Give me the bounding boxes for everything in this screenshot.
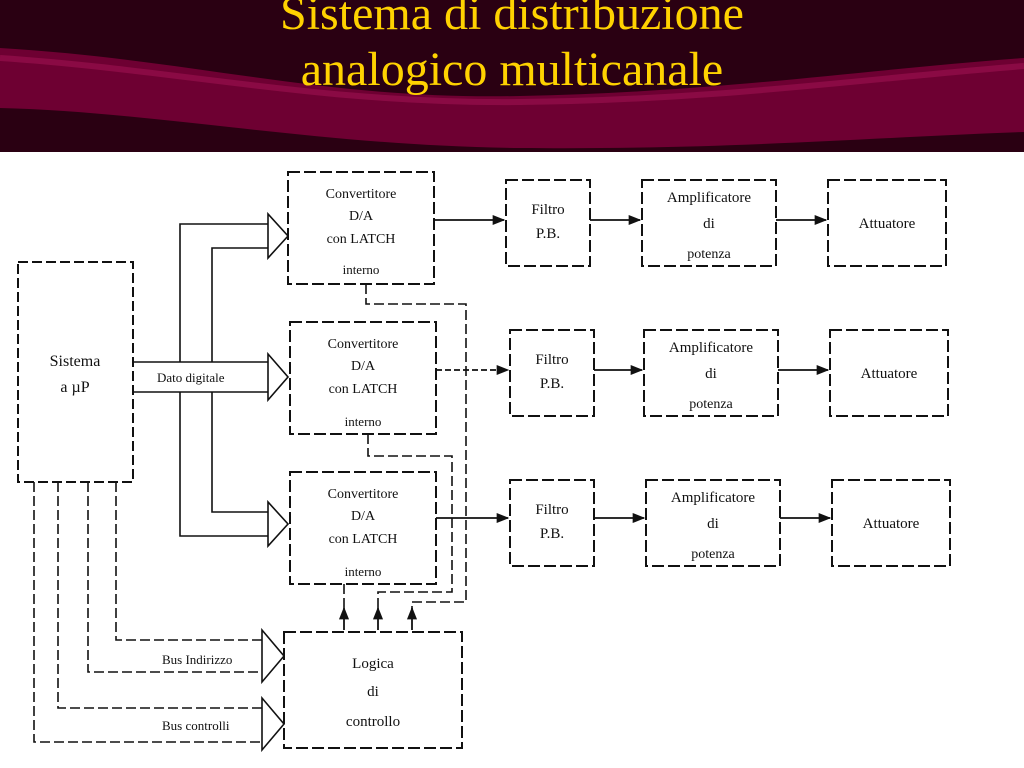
amplifier-block-3: Amplificatore di potenza bbox=[645, 479, 781, 567]
address-bus-arrow bbox=[261, 627, 286, 685]
amplifier-1-line-2: di bbox=[703, 216, 715, 232]
actuator-2-label: Attuatore bbox=[861, 366, 918, 382]
converter-box-3 bbox=[289, 471, 437, 585]
actuator-3-label: Attuatore bbox=[863, 516, 920, 532]
data-bus-label: Dato digitale bbox=[157, 370, 225, 385]
converter-1-line-4: interno bbox=[343, 262, 380, 277]
control-lines bbox=[343, 284, 467, 612]
logic-block: Logica di controllo bbox=[283, 631, 463, 749]
actuator-box-3 bbox=[831, 479, 951, 567]
actuator-box-2 bbox=[829, 329, 949, 417]
address-bus-label: Bus Indirizzo bbox=[162, 652, 232, 667]
filter-box-1 bbox=[505, 179, 591, 267]
filter-box-3 bbox=[509, 479, 595, 567]
converter-2-line-3: con LATCH bbox=[329, 382, 398, 397]
data-bus-spine-outer bbox=[179, 223, 268, 537]
amplifier-2-line-1: Amplificatore bbox=[669, 340, 753, 356]
filter-2-line-2: P.B. bbox=[540, 376, 564, 392]
converter-3-line-1: Convertitore bbox=[328, 487, 399, 502]
amplifier-3-line-2: di bbox=[707, 516, 719, 532]
amplifier-2-line-2: di bbox=[705, 366, 717, 382]
control-line-converter-1 bbox=[365, 284, 467, 612]
logic-box bbox=[283, 631, 463, 749]
header-wave-highlight bbox=[0, 55, 1024, 106]
amplifier-1-line-3: potenza bbox=[687, 247, 731, 262]
block-diagram: Sistema a µP Dato digitale Convertitore … bbox=[17, 171, 951, 753]
converter-box-2 bbox=[289, 321, 437, 435]
converter-1-line-1: Convertitore bbox=[326, 187, 397, 202]
system-block: Sistema a µP bbox=[17, 261, 134, 483]
actuator-1-label: Attuatore bbox=[859, 216, 916, 232]
control-bus-line-1 bbox=[57, 482, 262, 709]
data-bus-arrow-2 bbox=[267, 351, 290, 403]
signal-arrows bbox=[434, 214, 832, 524]
system-label-line-2: a µP bbox=[60, 379, 89, 396]
actuator-box-1 bbox=[827, 179, 947, 267]
data-bus-spine-inner bbox=[211, 247, 268, 513]
converter-block-1: Convertitore D/A con LATCH interno bbox=[287, 171, 435, 285]
data-bus-arrow-1 bbox=[267, 211, 290, 261]
data-bus-arrow-3 bbox=[267, 499, 290, 549]
filter-3-line-1: Filtro bbox=[535, 502, 568, 518]
converter-1-line-2: D/A bbox=[349, 209, 374, 224]
page-title: Sistema di distribuzione analogico multi… bbox=[0, 0, 1024, 98]
actuator-block-3: Attuatore bbox=[831, 479, 951, 567]
converter-3-line-2: D/A bbox=[351, 509, 376, 524]
header-wave-band bbox=[0, 48, 1024, 149]
logic-label-line-2: di bbox=[367, 684, 379, 700]
amplifier-box-1 bbox=[641, 179, 777, 267]
filter-block-1: Filtro P.B. bbox=[505, 179, 591, 267]
actuator-block-2: Attuatore bbox=[829, 329, 949, 417]
page-title-line-1: Sistema di distribuzione bbox=[280, 0, 744, 40]
address-bus-line-1 bbox=[115, 482, 262, 641]
lower-buses bbox=[33, 482, 262, 743]
converter-block-3: Convertitore D/A con LATCH interno bbox=[289, 471, 437, 585]
amplifier-box-3 bbox=[645, 479, 781, 567]
amplifier-block-1: Amplificatore di potenza bbox=[641, 179, 777, 267]
system-label-line-1: Sistema bbox=[50, 353, 101, 370]
system-box bbox=[17, 261, 134, 483]
filter-block-3: Filtro P.B. bbox=[509, 479, 595, 567]
header-background bbox=[0, 0, 1024, 152]
amplifier-3-line-1: Amplificatore bbox=[671, 490, 755, 506]
data-bus bbox=[133, 211, 290, 549]
converter-2-line-1: Convertitore bbox=[328, 337, 399, 352]
logic-label-line-3: controllo bbox=[346, 714, 400, 730]
amplifier-3-line-3: potenza bbox=[691, 547, 735, 562]
filter-block-2: Filtro P.B. bbox=[509, 329, 595, 417]
lower-bus-arrows bbox=[261, 627, 286, 753]
filter-3-line-2: P.B. bbox=[540, 526, 564, 542]
address-bus-line-2 bbox=[87, 482, 262, 673]
converter-2-line-2: D/A bbox=[351, 359, 376, 374]
diagram-area: Sistema a µP Dato digitale Convertitore … bbox=[0, 152, 1024, 768]
converter-3-line-3: con LATCH bbox=[329, 532, 398, 547]
converter-2-line-4: interno bbox=[345, 414, 382, 429]
filter-1-line-1: Filtro bbox=[531, 202, 564, 218]
filter-1-line-2: P.B. bbox=[536, 226, 560, 242]
filter-box-2 bbox=[509, 329, 595, 417]
actuator-block-1: Attuatore bbox=[827, 179, 947, 267]
amplifier-box-2 bbox=[643, 329, 779, 417]
control-bus-arrow bbox=[261, 695, 286, 753]
filter-2-line-1: Filtro bbox=[535, 352, 568, 368]
converter-1-line-3: con LATCH bbox=[327, 232, 396, 247]
converter-box-1 bbox=[287, 171, 435, 285]
amplifier-1-line-1: Amplificatore bbox=[667, 190, 751, 206]
converter-block-2: Convertitore D/A con LATCH interno bbox=[289, 321, 437, 435]
control-arrowheads bbox=[338, 606, 418, 630]
page-title-line-2: analogico multicanale bbox=[300, 43, 724, 96]
logic-label-line-1: Logica bbox=[352, 656, 394, 672]
converter-3-line-4: interno bbox=[345, 564, 382, 579]
control-line-converter-2 bbox=[367, 434, 453, 612]
control-bus-label: Bus controlli bbox=[162, 718, 230, 733]
amplifier-2-line-3: potenza bbox=[689, 397, 733, 412]
amplifier-block-2: Amplificatore di potenza bbox=[643, 329, 779, 417]
control-bus-line-2 bbox=[33, 482, 262, 743]
